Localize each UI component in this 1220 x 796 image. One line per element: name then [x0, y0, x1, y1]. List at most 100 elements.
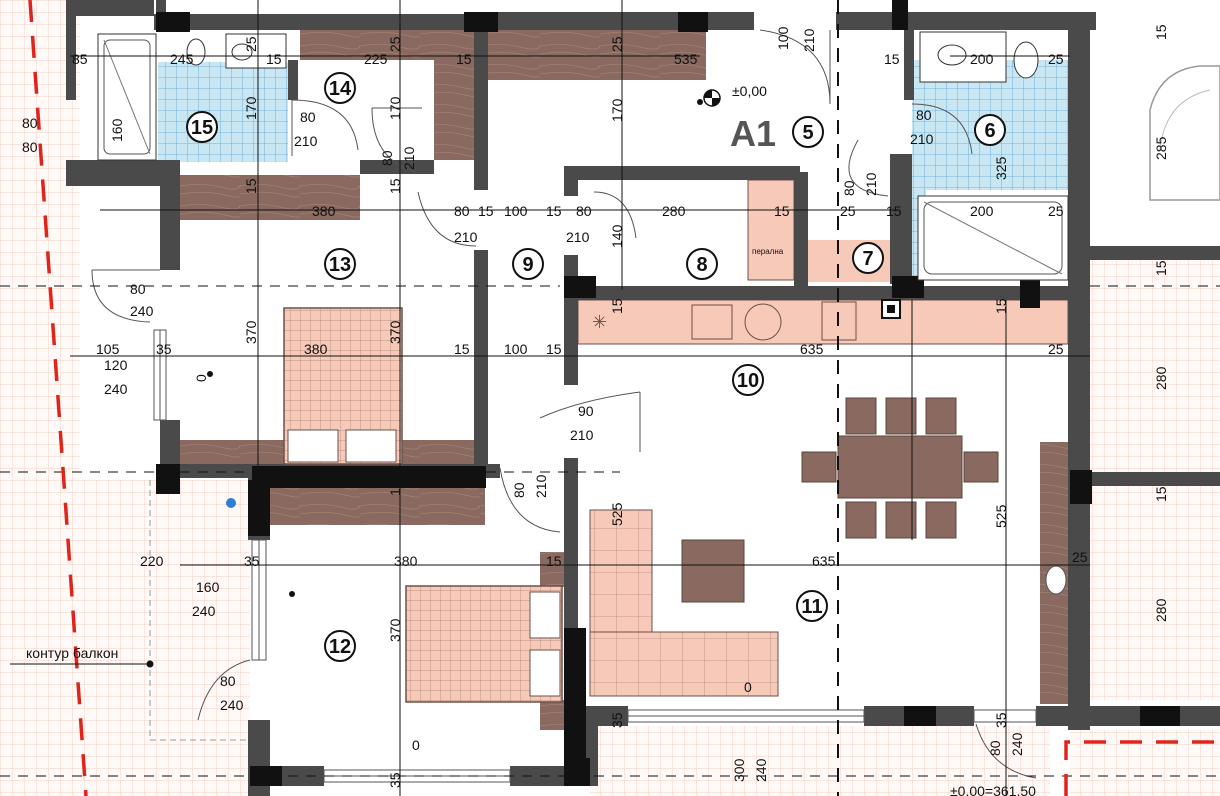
grid-marker-dot: [289, 591, 295, 597]
svg-text:370: 370: [243, 320, 259, 344]
drain-icon: [226, 498, 236, 508]
car-outline: [1159, 89, 1211, 151]
svg-text:0: 0: [412, 737, 420, 753]
svg-text:15: 15: [387, 480, 403, 496]
svg-text:35: 35: [609, 712, 625, 728]
windows: [153, 329, 1037, 783]
svg-text:240: 240: [104, 381, 128, 397]
vent-icon: [887, 305, 895, 313]
sink: [691, 304, 733, 340]
dimension-labels-vertical: 25 25 25 100 210 15 160 170 170 80 210 1…: [109, 24, 1169, 788]
room-tag-15: 15: [186, 111, 218, 143]
svg-text:80: 80: [300, 109, 316, 125]
svg-text:240: 240: [1009, 732, 1025, 756]
star-mark: ✳: [592, 312, 607, 332]
svg-text:160: 160: [196, 579, 220, 595]
svg-text:225: 225: [364, 51, 388, 67]
grid-marker-dot: [697, 99, 703, 105]
svg-text:80: 80: [916, 107, 932, 123]
svg-text:35: 35: [993, 712, 1009, 728]
svg-text:160: 160: [109, 118, 125, 142]
laundry-fill: [747, 179, 795, 281]
svg-text:5: 5: [802, 122, 813, 144]
svg-text:80: 80: [454, 203, 470, 219]
svg-text:325: 325: [993, 156, 1009, 180]
svg-text:80: 80: [220, 673, 236, 689]
svg-text:210: 210: [801, 28, 817, 52]
room-tag-10: 10: [732, 364, 764, 396]
svg-text:6: 6: [984, 120, 995, 142]
svg-text:15: 15: [774, 203, 790, 219]
svg-text:25: 25: [609, 36, 625, 52]
lamp-icon: [1045, 565, 1067, 595]
svg-text:170: 170: [243, 96, 259, 120]
room-tags: 15 14 5 6 13 9 8 7 10 11 12: [186, 72, 1006, 662]
svg-text:15: 15: [546, 553, 562, 569]
svg-text:25: 25: [1048, 341, 1064, 357]
svg-text:80: 80: [987, 740, 1003, 756]
property-line: [28, 0, 88, 796]
door-swings: [91, 29, 1037, 779]
svg-text:15: 15: [1153, 260, 1169, 276]
svg-text:80: 80: [576, 203, 592, 219]
svg-text:25: 25: [387, 36, 403, 52]
balcony-grid-right-bottom: [1070, 730, 1220, 796]
svg-text:380: 380: [312, 203, 336, 219]
room-tag-6: 6: [974, 114, 1006, 146]
room-tag-14: 14: [324, 72, 356, 104]
svg-text:170: 170: [387, 96, 403, 120]
svg-text:15: 15: [478, 203, 494, 219]
svg-text:15: 15: [387, 178, 403, 194]
svg-text:370: 370: [387, 320, 403, 344]
svg-text:0: 0: [744, 679, 752, 695]
svg-text:15: 15: [454, 341, 470, 357]
svg-text:210: 210: [570, 427, 594, 443]
svg-text:12: 12: [329, 636, 351, 658]
svg-text:14: 14: [329, 78, 352, 100]
svg-text:25: 25: [840, 203, 856, 219]
wood-floor: [180, 175, 360, 220]
svg-text:240: 240: [130, 303, 154, 319]
svg-text:80: 80: [22, 115, 38, 131]
wood-floor: [540, 552, 565, 587]
svg-text:15: 15: [1153, 24, 1169, 40]
svg-text:0: 0: [193, 374, 209, 382]
svg-text:240: 240: [192, 603, 216, 619]
svg-text:85: 85: [72, 51, 88, 67]
balcony-grid-left-lower: [80, 480, 250, 796]
svg-text:285: 285: [1153, 136, 1169, 160]
svg-text:220: 220: [140, 553, 164, 569]
svg-text:11: 11: [801, 596, 822, 618]
room-tag-7: 7: [852, 242, 884, 274]
svg-text:80: 80: [22, 139, 38, 155]
svg-text:525: 525: [609, 502, 625, 526]
svg-text:210: 210: [294, 133, 318, 149]
svg-text:13: 13: [329, 254, 351, 276]
svg-text:100: 100: [775, 26, 791, 50]
car-outline: [1149, 65, 1220, 201]
wood-floor: [434, 60, 474, 160]
wood-floor: [300, 30, 480, 60]
zero-level-label: ±0,00: [732, 83, 767, 99]
svg-text:370: 370: [387, 618, 403, 642]
svg-text:8: 8: [696, 254, 707, 276]
svg-text:35: 35: [244, 553, 260, 569]
svg-text:280: 280: [662, 203, 686, 219]
room-tag-9: 9: [512, 248, 544, 280]
dimension-labels: 85 245 15 225 15 535 15 200 25 80 80 80 …: [22, 51, 1088, 753]
cooktop: [744, 303, 782, 341]
level-marker-icon: [704, 90, 720, 106]
sofa: [589, 509, 779, 697]
svg-text:210: 210: [863, 172, 879, 196]
svg-text:525: 525: [993, 504, 1009, 528]
svg-text:200: 200: [970, 51, 994, 67]
svg-text:280: 280: [1153, 598, 1169, 622]
svg-text:80: 80: [379, 150, 395, 166]
svg-text:210: 210: [533, 474, 549, 498]
wood-floor: [540, 700, 565, 730]
room-tag-8: 8: [686, 248, 718, 280]
svg-text:380: 380: [304, 341, 328, 357]
svg-text:280: 280: [1153, 366, 1169, 390]
svg-text:100: 100: [504, 341, 528, 357]
